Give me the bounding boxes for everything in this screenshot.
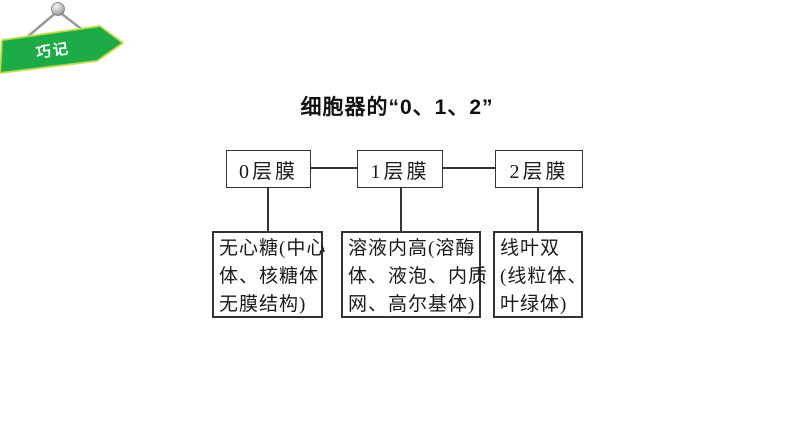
bottom-box-1-line-1: 溶液内高(溶酶 [348, 238, 476, 259]
bottom-box-double-membrane: 线叶双 (线粒体、 叶绿体) [493, 231, 588, 318]
top-box-1-membrane: 1层膜 [357, 150, 443, 188]
bottom-box-2-line-1: 线叶双 [500, 238, 561, 259]
banner-arrow-edge [0, 25, 124, 74]
bottom-box-no-membrane: 无心糖(中心 体、核糖体 无膜结构) [212, 231, 327, 318]
connector-vertical-left [267, 188, 269, 231]
bottom-box-1-line-2: 体、液泡、内质 [348, 266, 489, 287]
bottom-box-2-line-3: 叶绿体) [500, 294, 568, 315]
top-box-1-label: 1层膜 [370, 160, 430, 183]
banner-label: 巧记 [35, 40, 71, 62]
bottom-box-0-line-2: 体、核糖体 [219, 266, 320, 287]
connector-horizontal-right [443, 167, 495, 169]
top-box-2-label: 2层膜 [509, 160, 569, 183]
connector-vertical-right [537, 188, 539, 231]
top-box-0-membranes: 0层膜 [226, 150, 311, 188]
top-box-0-label: 0层膜 [239, 160, 298, 183]
bottom-box-single-membrane: 溶液内高(溶酶 体、液泡、内质 网、高尔基体) [341, 231, 489, 318]
hanging-sign: 巧记 [0, 2, 124, 74]
sign-string-left [25, 10, 59, 39]
top-box-2-membranes: 2层膜 [495, 150, 583, 188]
connector-horizontal-left [311, 167, 357, 169]
page-title: 细胞器的“0、1、2” [300, 96, 494, 119]
bottom-box-1-line-3: 网、高尔基体) [348, 294, 476, 315]
bottom-box-0-line-1: 无心糖(中心 [219, 238, 327, 259]
connector-vertical-middle [400, 188, 402, 231]
pin-icon [51, 2, 65, 16]
bottom-box-0-line-3: 无膜结构) [219, 294, 307, 315]
bottom-box-2-line-2: (线粒体、 [500, 266, 588, 287]
